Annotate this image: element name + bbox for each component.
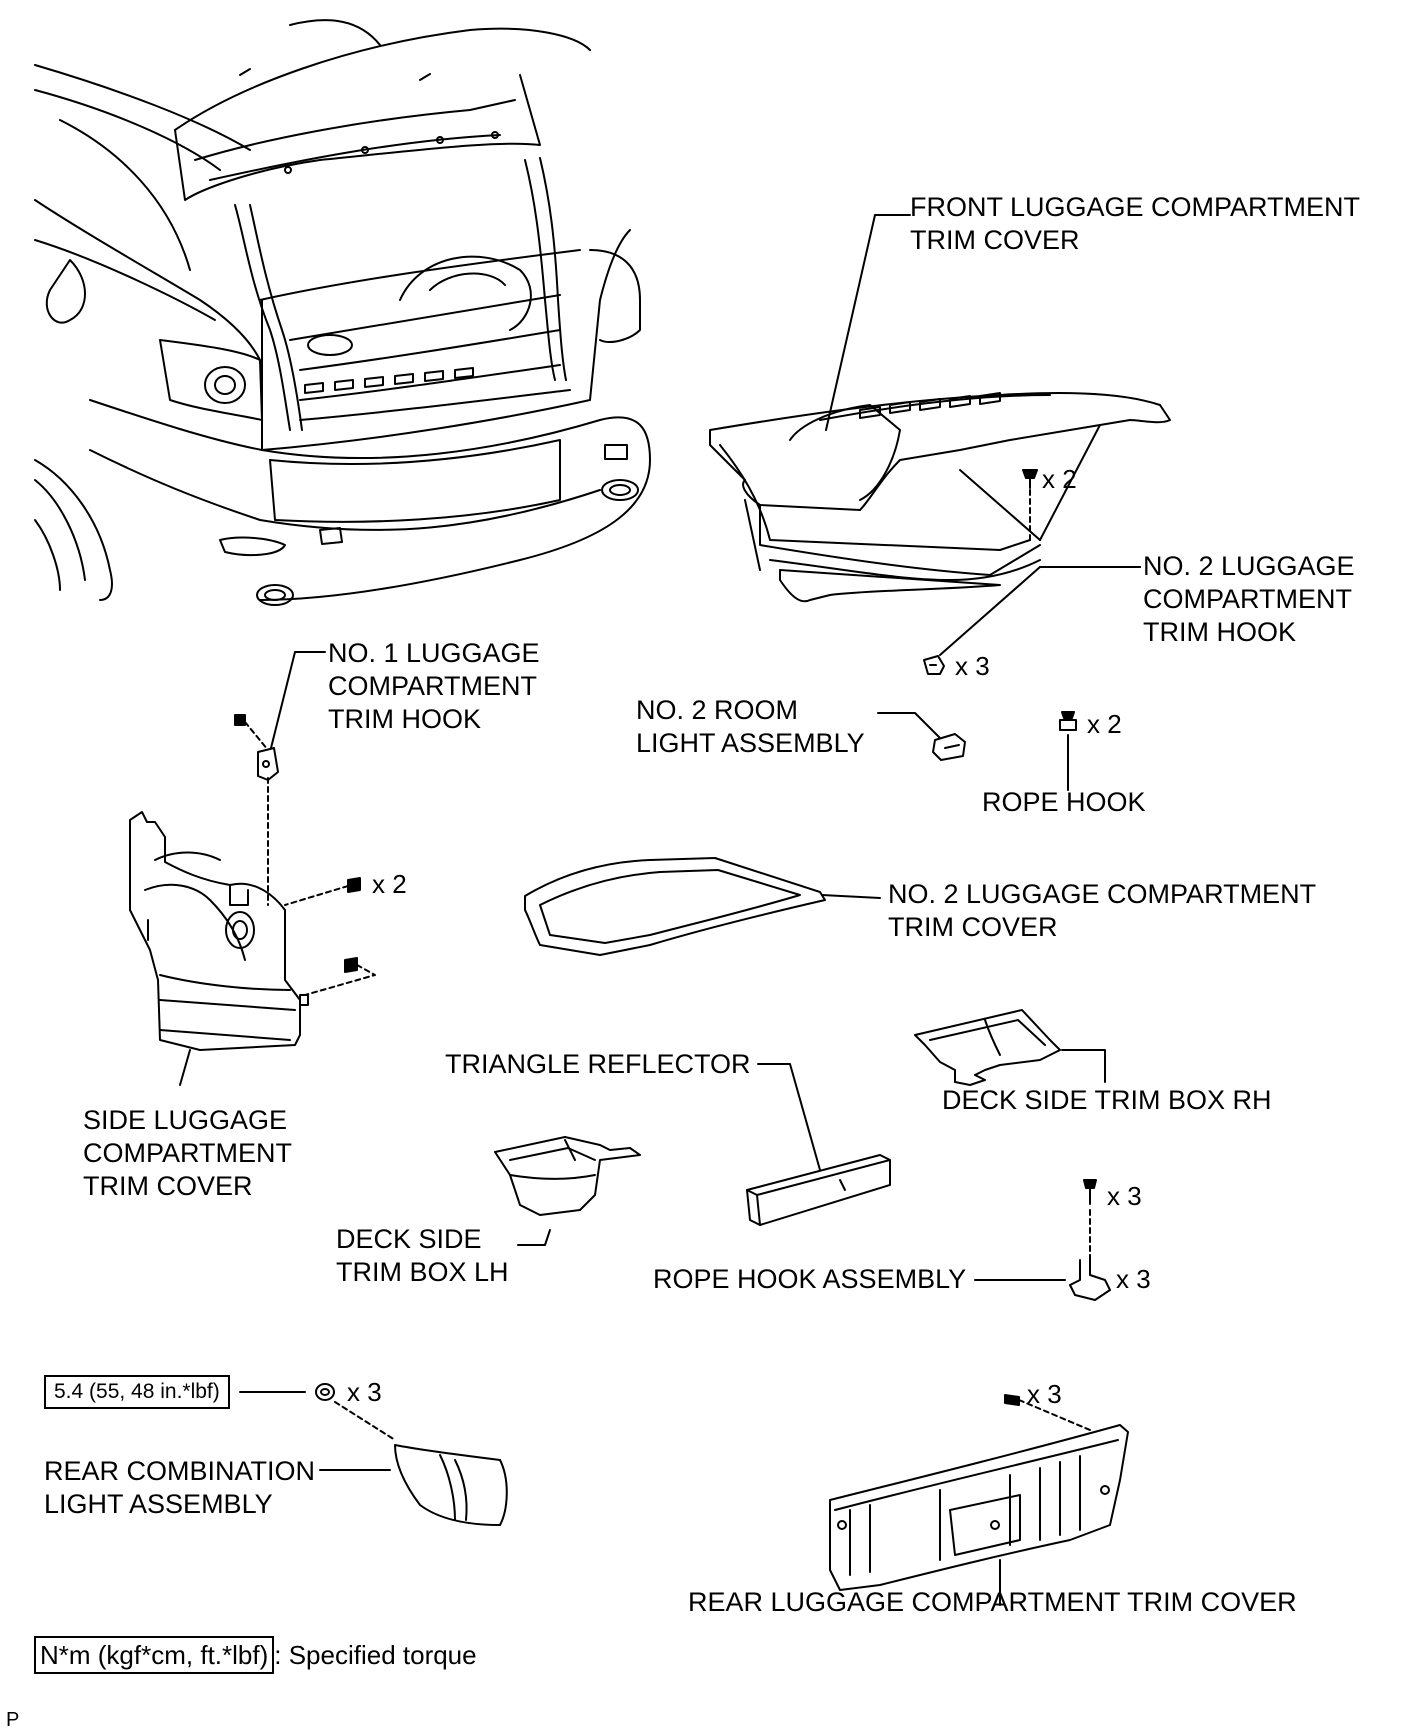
torque-legend: N*m (kgf*cm, ft.*lbf): Specified torque <box>34 1636 477 1674</box>
qty-rope-hook-brackets: x 3 <box>1116 1264 1151 1294</box>
no2-luggage-trim-cover-part <box>524 857 881 956</box>
label-triangle-reflector: TRIANGLE REFLECTOR <box>445 1049 751 1079</box>
side-luggage-trim-cover-part <box>129 811 309 1086</box>
qty-front-cover-clips: x 2 <box>1042 464 1077 494</box>
qty-side-cover-clips: x 2 <box>372 869 407 899</box>
rope-hook-assembly-part <box>974 1179 1111 1301</box>
deck-side-trim-box-lh-part <box>494 1136 641 1246</box>
rear-luggage-trim-cover-part <box>829 1394 1129 1606</box>
label-rear-luggage-trim-cover: REAR LUGGAGE COMPARTMENT TRIM COVER <box>688 1587 1297 1617</box>
clip-fastener-side-cover <box>284 877 376 996</box>
label-no2-room-light: NO. 2 ROOM LIGHT ASSEMBLY <box>636 695 865 758</box>
qty-rope-hook: x 2 <box>1087 709 1122 739</box>
qty-light-nuts: x 3 <box>347 1377 382 1407</box>
qty-rope-hook-bolts: x 3 <box>1107 1181 1142 1211</box>
rear-combination-light-part <box>239 1383 508 1526</box>
qty-no2-hook: x 3 <box>955 651 990 681</box>
qty-rear-cover-clips: x 3 <box>1027 1379 1062 1409</box>
figure-code: P <box>6 1709 20 1731</box>
torque-legend-text: : Specified torque <box>274 1640 477 1670</box>
label-no2-luggage-trim-hook: NO. 2 LUGGAGE COMPARTMENT TRIM HOOK <box>1143 551 1355 647</box>
no2-room-light-part <box>877 712 966 761</box>
label-front-luggage-trim-cover: FRONT LUGGAGE COMPARTMENT TRIM COVER <box>910 192 1361 255</box>
torque-legend-box: N*m (kgf*cm, ft.*lbf) <box>34 1636 275 1674</box>
vehicle-rear-illustration <box>34 19 651 606</box>
clip-fastener-front-cover <box>1022 469 1038 541</box>
front-luggage-trim-cover-part <box>709 214 1171 603</box>
torque-value-box: 5.4 (55, 48 in.*lbf) <box>44 1375 230 1409</box>
label-rear-combination-light: REAR COMBINATION LIGHT ASSEMBLY <box>44 1456 316 1519</box>
no1-trim-hook-part <box>234 651 326 906</box>
triangle-reflector-part <box>746 1063 891 1226</box>
label-side-luggage-trim-cover: SIDE LUGGAGE COMPARTMENT TRIM COVER <box>83 1105 292 1201</box>
deck-side-trim-box-rh-part <box>914 1009 1106 1086</box>
label-deck-side-trim-box-lh: DECK SIDE TRIM BOX LH <box>336 1224 509 1287</box>
label-deck-side-trim-box-rh: DECK SIDE TRIM BOX RH <box>942 1085 1272 1115</box>
label-rope-hook: ROPE HOOK <box>982 787 1146 817</box>
rope-hook-part <box>1059 711 1077 791</box>
label-no1-luggage-trim-hook: NO. 1 LUGGAGE COMPARTMENT TRIM HOOK <box>328 638 540 734</box>
label-no2-luggage-trim-cover: NO. 2 LUGGAGE COMPARTMENT TRIM COVER <box>888 879 1317 942</box>
label-rope-hook-assembly: ROPE HOOK ASSEMBLY <box>653 1264 967 1294</box>
